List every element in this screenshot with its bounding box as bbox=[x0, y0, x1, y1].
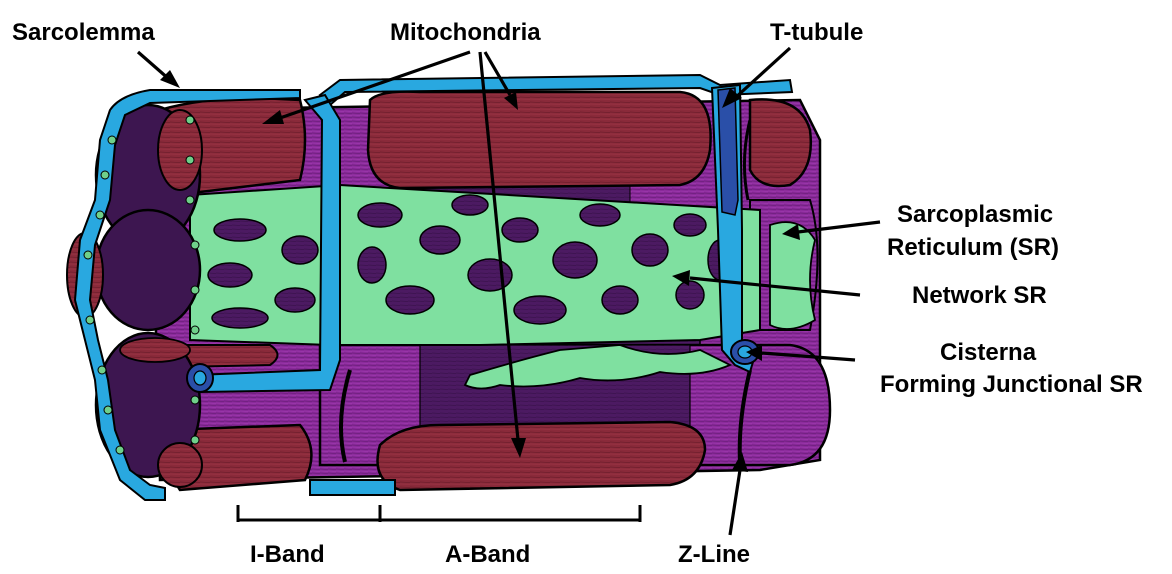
cisterna-label-line2: Forming Junctional SR bbox=[880, 371, 1143, 398]
network-sr-label: Network SR bbox=[912, 282, 1047, 309]
cisterna-label-line1: Cisterna bbox=[940, 339, 1037, 366]
mitochondria-label: Mitochondria bbox=[390, 19, 541, 46]
a-band-label: A-Band bbox=[445, 541, 530, 568]
i-band-label: I-Band bbox=[250, 541, 325, 568]
sr-label-line2: Reticulum (SR) bbox=[887, 234, 1059, 261]
band-brackets bbox=[238, 505, 640, 522]
sarcolemma-label: Sarcolemma bbox=[12, 19, 155, 46]
sr-label-line1: Sarcoplasmic bbox=[897, 201, 1053, 228]
t-tubule-label: T-tubule bbox=[770, 19, 863, 46]
z-line-label: Z-Line bbox=[678, 541, 750, 568]
